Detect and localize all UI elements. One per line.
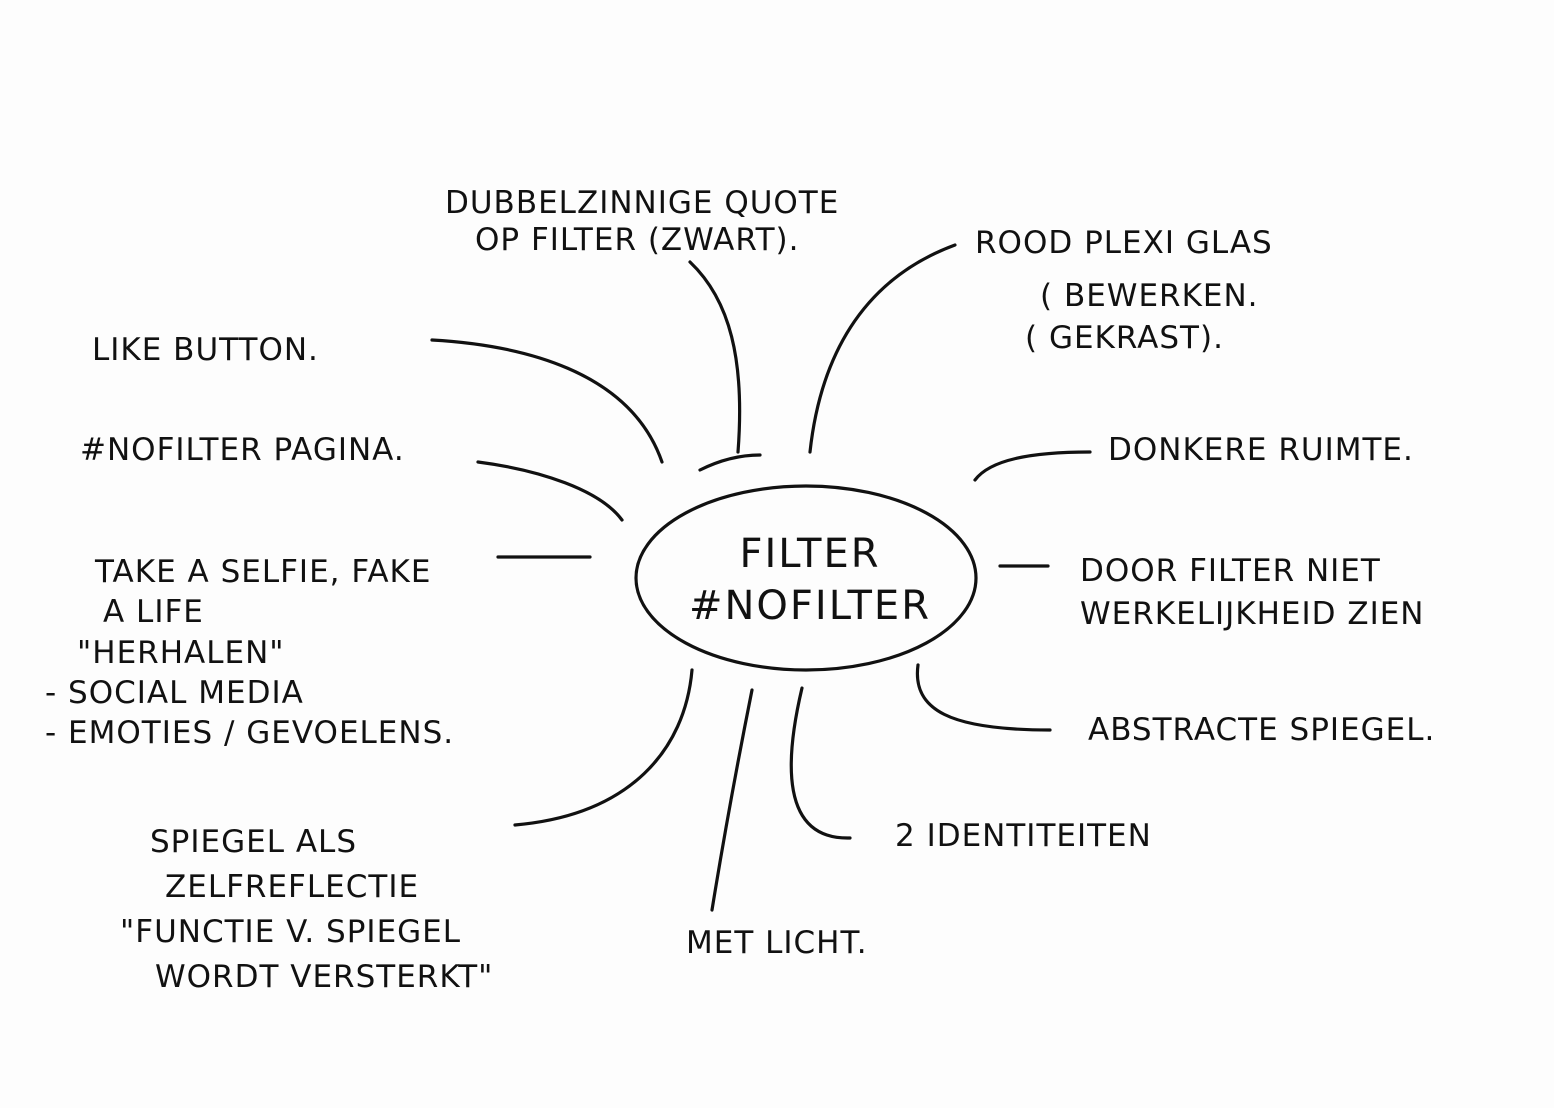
note-donkere-line-1: DONKERE RUIMTE. bbox=[1108, 432, 1414, 468]
note-like: LIKE BUTTON. bbox=[92, 332, 319, 369]
note-nofilter-page-line-1: #NOFILTER PAGINA. bbox=[80, 432, 405, 468]
connector-donkere bbox=[973, 450, 1092, 482]
note-abstracte: ABSTRACTE SPIEGEL. bbox=[1088, 712, 1435, 749]
connector-quote bbox=[688, 260, 742, 454]
note-plexi-line-1: ROOD PLEXI GLAS bbox=[975, 225, 1273, 261]
note-selfie: TAKE A SELFIE, FAKE A LIFE "HERHALEN" - … bbox=[45, 552, 454, 753]
note-selfie-line-4: - SOCIAL MEDIA bbox=[45, 674, 304, 711]
note-quote-line-1: DUBBELZINNIGE QUOTE bbox=[445, 185, 840, 221]
connector-top-arc bbox=[698, 453, 762, 472]
note-spiegel-line-1: SPIEGEL ALS bbox=[150, 824, 357, 860]
connector-identiteiten bbox=[789, 686, 852, 840]
note-licht-line-1: MET LICHT. bbox=[686, 925, 868, 961]
center-line-1: FILTER bbox=[739, 531, 881, 577]
note-door-filter-line-2: WERKELIJKHEID ZIEN bbox=[1080, 596, 1425, 633]
note-spiegel: SPIEGEL ALS ZELFREFLECTIE "FUNCTIE V. SP… bbox=[120, 820, 493, 1000]
connector-licht bbox=[710, 688, 754, 912]
note-selfie-line-5: - EMOTIES / GEVOELENS. bbox=[45, 715, 455, 752]
note-selfie-line-1: TAKE A SELFIE, FAKE bbox=[95, 554, 432, 590]
center-ellipse bbox=[634, 484, 978, 672]
note-door-filter: DOOR FILTER NIET WERKELIJKHEID ZIEN bbox=[1080, 550, 1425, 637]
note-quote: DUBBELZINNIGE QUOTE OP FILTER (ZWART). bbox=[445, 185, 839, 258]
connector-nofilter-page bbox=[476, 460, 624, 522]
note-abstracte-line-1: ABSTRACTE SPIEGEL. bbox=[1088, 712, 1436, 748]
connector-like bbox=[430, 338, 664, 464]
note-spiegel-line-2: ZELFREFLECTIE bbox=[165, 868, 420, 905]
note-identiteiten: 2 IDENTITEITEN bbox=[895, 818, 1152, 855]
center-line-2: #NOFILTER bbox=[688, 583, 931, 629]
note-like-line-1: LIKE BUTTON. bbox=[92, 332, 319, 368]
note-plexi-line-3: ( GEKRAST). bbox=[1025, 320, 1224, 357]
note-spiegel-line-4: WORDT VERSTERKT" bbox=[155, 958, 494, 995]
note-donkere: DONKERE RUIMTE. bbox=[1108, 432, 1414, 469]
note-plexi: ROOD PLEXI GLAS ( BEWERKEN. ( GEKRAST). bbox=[975, 225, 1273, 357]
note-licht: MET LICHT. bbox=[686, 925, 868, 962]
note-selfie-line-2: A LIFE bbox=[103, 594, 204, 631]
connector-spiegel bbox=[513, 668, 694, 827]
note-door-filter-line-1: DOOR FILTER NIET bbox=[1080, 553, 1381, 589]
note-plexi-line-2: ( BEWERKEN. bbox=[1040, 277, 1259, 314]
note-quote-line-2: OP FILTER (ZWART). bbox=[475, 221, 800, 258]
note-selfie-line-3: "HERHALEN" bbox=[77, 634, 285, 671]
note-spiegel-line-3: "FUNCTIE V. SPIEGEL bbox=[120, 913, 462, 950]
connector-abstracte bbox=[915, 663, 1052, 732]
center-node: FILTER #NOFILTER bbox=[640, 500, 980, 660]
connector-plexi bbox=[808, 243, 957, 454]
note-nofilter-page: #NOFILTER PAGINA. bbox=[80, 432, 405, 469]
note-identiteiten-line-1: 2 IDENTITEITEN bbox=[895, 818, 1152, 854]
